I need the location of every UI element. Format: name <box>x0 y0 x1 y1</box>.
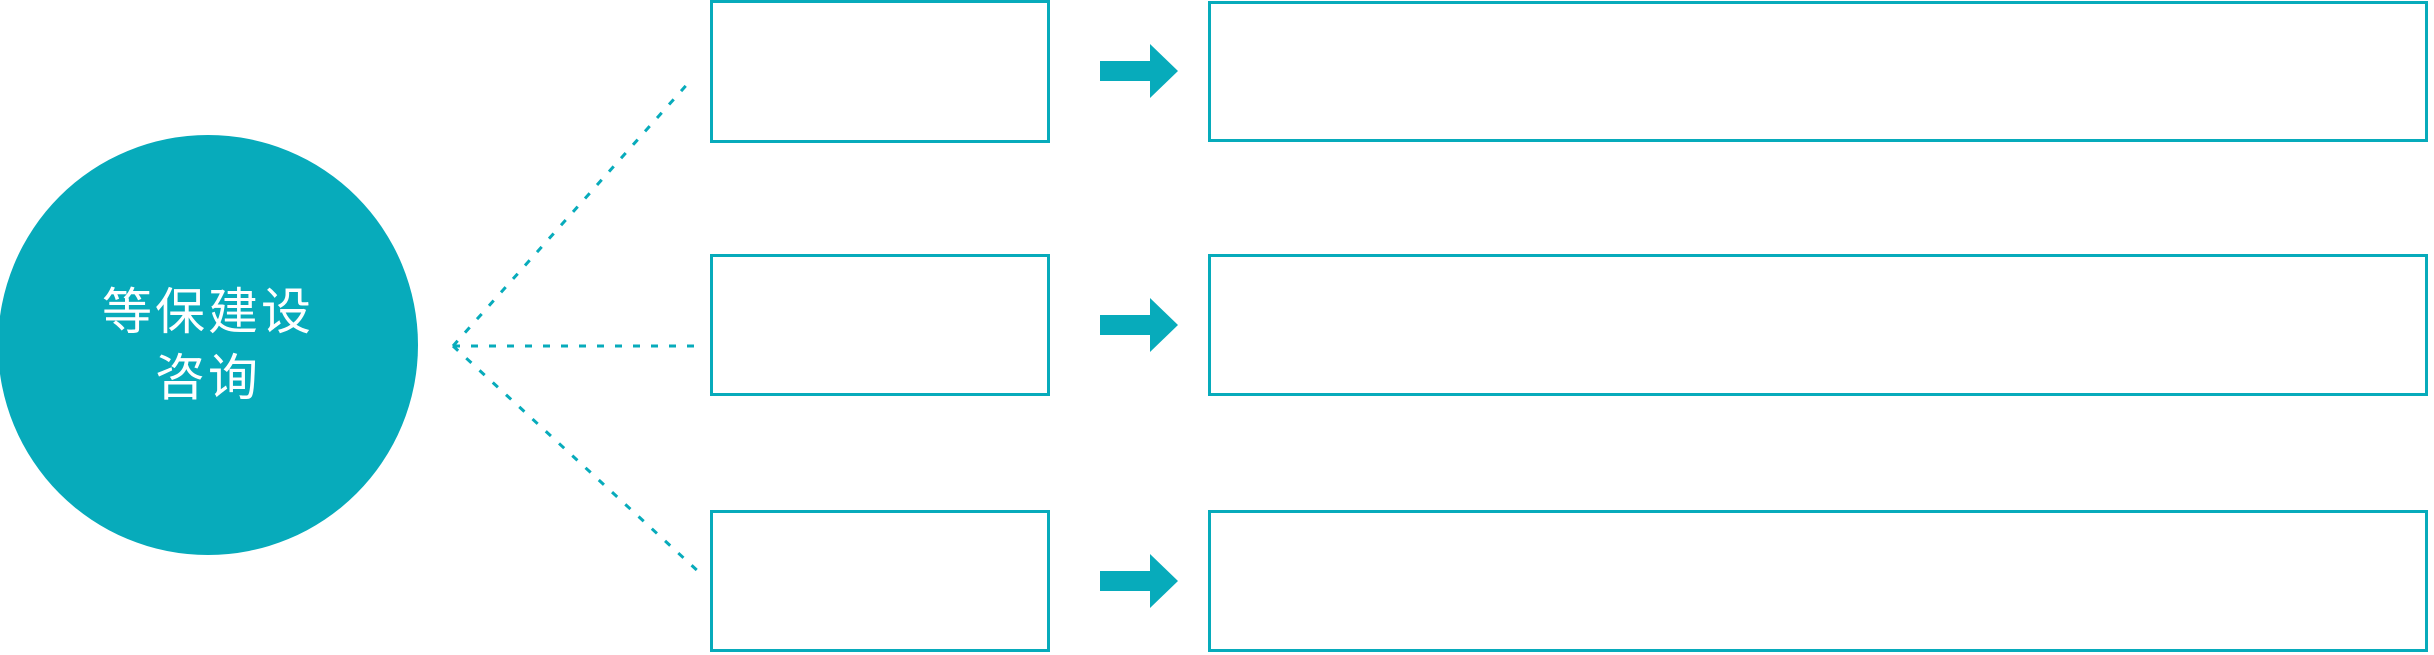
arrow-right-icon <box>1100 44 1178 98</box>
connector-to-row-1 <box>451 78 693 348</box>
detail-box[interactable] <box>1208 254 2428 396</box>
stage-box[interactable] <box>710 254 1050 396</box>
hub-title-line-2: 咨询 <box>155 350 261 406</box>
hub-title-line-1: 等保建设 <box>102 284 314 340</box>
connector-to-row-3 <box>451 344 702 575</box>
arrow-right-icon <box>1100 554 1178 608</box>
stage-box[interactable] <box>710 510 1050 652</box>
hub-circle[interactable]: 等保建设 咨询 <box>0 135 418 555</box>
detail-box[interactable] <box>1208 1 2428 142</box>
arrow-right-icon <box>1100 298 1178 352</box>
detail-box[interactable] <box>1208 510 2428 652</box>
stage-box[interactable] <box>710 0 1050 143</box>
